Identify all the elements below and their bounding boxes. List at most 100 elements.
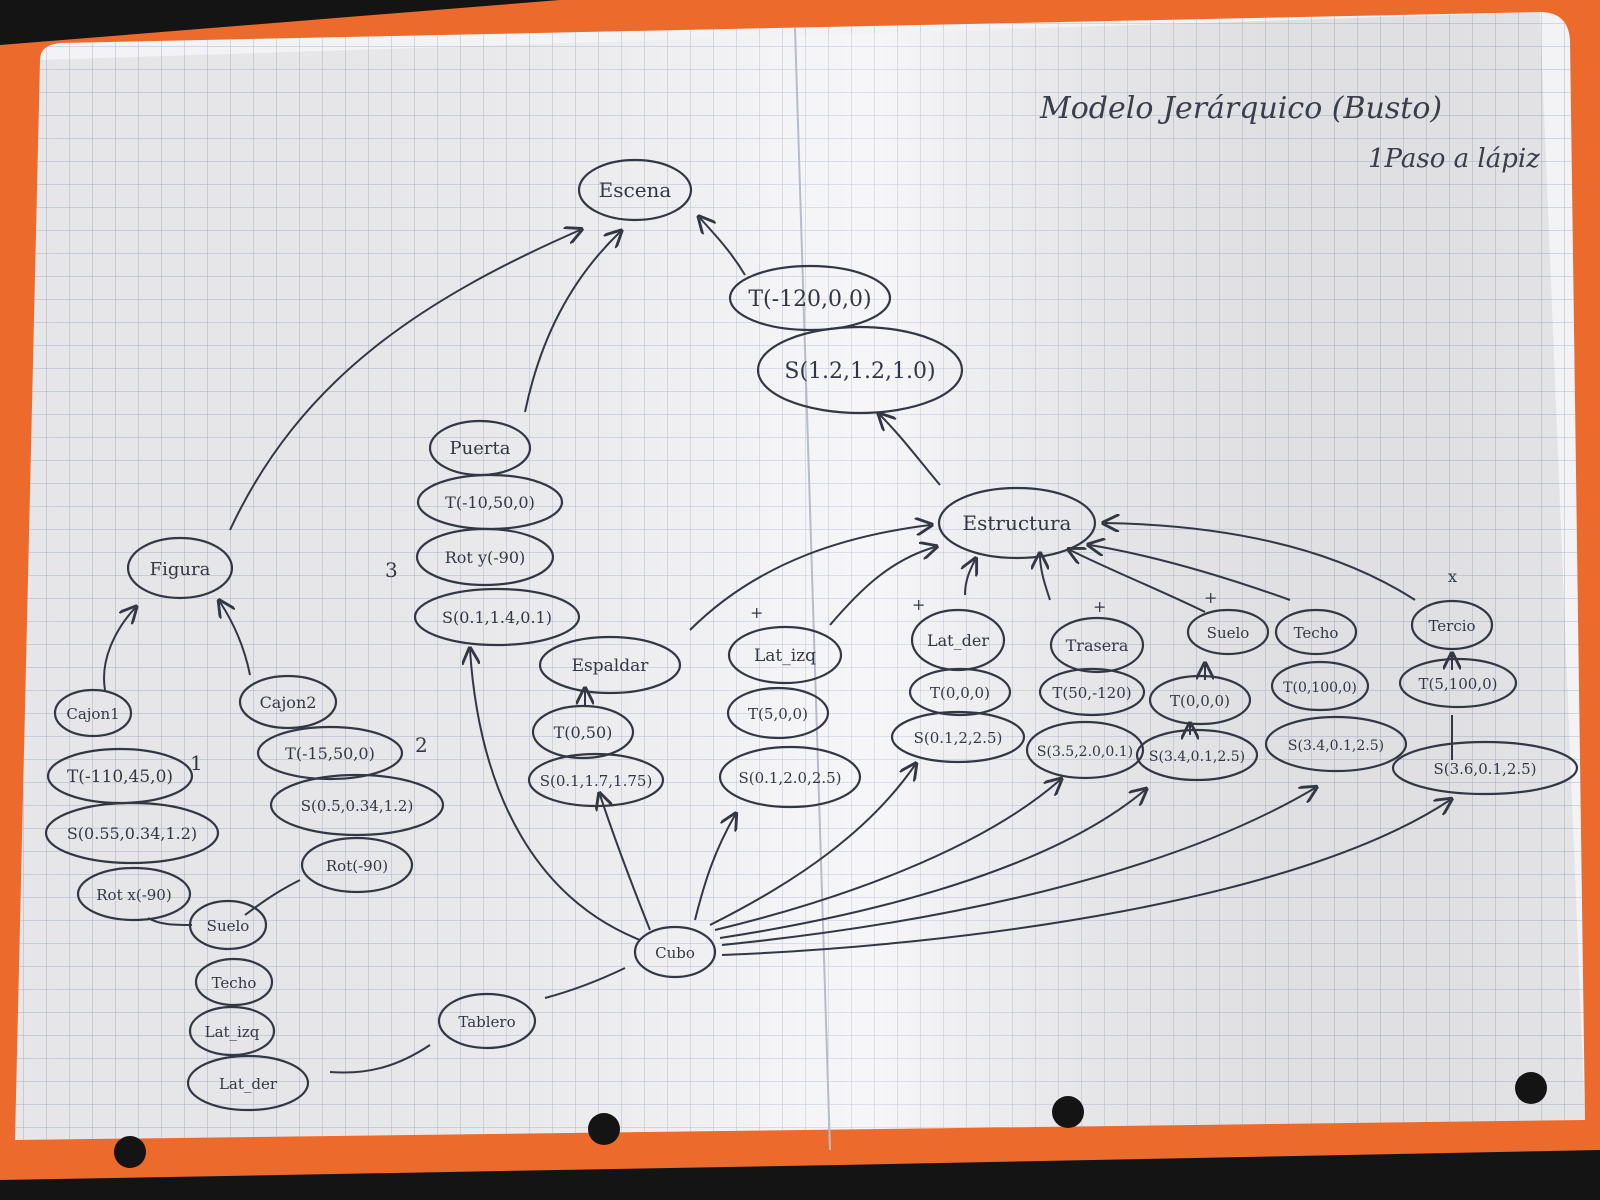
- edge-cubo-suelo: [719, 790, 1145, 939]
- node-espaldar-s: S(0.1,1.7,1.75): [527, 752, 665, 808]
- node-label: Tercio: [1428, 617, 1475, 635]
- punch-holes: [114, 1072, 1547, 1168]
- node-label: Suelo: [1207, 624, 1250, 642]
- edge-cubo-techo: [721, 788, 1315, 946]
- node-cajon2-s: S(0.5,0.34,1.2): [269, 773, 445, 837]
- node-trasera-s: S(3.5,2.0,0.1): [1025, 720, 1145, 780]
- node-label: T(-110,45,0): [67, 767, 173, 787]
- node-label: Trasera: [1066, 636, 1129, 655]
- punch-hole: [588, 1113, 620, 1145]
- annotation-star-3: +: [1093, 597, 1106, 616]
- edge-puerta-escena: [524, 232, 620, 413]
- node-latizq-left: Lat_izq: [188, 1005, 276, 1057]
- node-label: T(50,-120): [1052, 684, 1131, 702]
- node-tercio-t: T(5,100,0): [1398, 657, 1518, 709]
- edge-tablero-cubo: [544, 967, 626, 999]
- node-label: T(0,0,0): [930, 684, 990, 702]
- punch-hole: [114, 1136, 146, 1168]
- node-latizq: Lat_izq: [727, 625, 843, 685]
- edge-tablero-latder: [329, 1044, 431, 1074]
- annotation-mark: x: [1448, 567, 1457, 586]
- node-label: S(3.6,0.1,2.5): [1433, 760, 1536, 778]
- node-label: S(0.5,0.34,1.2): [301, 797, 414, 815]
- node-cajon2: Cajon2: [238, 674, 338, 730]
- node-label: Rot y(-90): [445, 548, 525, 567]
- node-label: Techo: [212, 974, 257, 992]
- node-s-root: S(1.2,1.2,1.0): [756, 325, 964, 415]
- node-label: S(3.4,0.1,2.5): [1149, 749, 1245, 765]
- node-techo-s: S(3.4,0.1,2.5): [1264, 715, 1408, 773]
- edge-cajon1-figura: [103, 608, 135, 691]
- node-latizq-s: S(0.1,2.0,2.5): [718, 745, 862, 809]
- graph-edges: [103, 218, 1452, 1074]
- node-estructura: Estructura: [937, 486, 1097, 560]
- edge-suelo-estructura: [1070, 550, 1206, 613]
- node-tablero: Tablero: [437, 992, 537, 1050]
- node-tercio: Tercio: [1410, 599, 1494, 651]
- punch-hole: [1052, 1096, 1084, 1128]
- edge-cubo-espaldar: [600, 795, 651, 931]
- node-label: S(0.1,2,2.5): [914, 729, 1003, 747]
- annotation-3: 3: [385, 558, 398, 582]
- node-label: Rot x(-90): [96, 886, 171, 904]
- paper-fold-line: [794, 27, 831, 1151]
- edge-suelo-cajon2: [244, 879, 301, 916]
- node-label: T(5,100,0): [1419, 675, 1498, 693]
- node-label: T(-15,50,0): [285, 744, 375, 763]
- node-label: T(0,0,0): [1170, 692, 1230, 710]
- node-label: S(0.1,1.7,1.75): [540, 772, 653, 790]
- edge-cubo-tercio: [721, 800, 1450, 956]
- node-puerta-r: Rot y(-90): [415, 527, 555, 587]
- node-puerta-s: S(0.1,1.4,0.1): [413, 587, 581, 647]
- node-cajon2-rot: Rot(-90): [300, 836, 414, 894]
- node-suelo: Suelo: [1186, 608, 1270, 656]
- node-techo: Techo: [1274, 608, 1358, 656]
- edge-tercio-estructura: [1105, 523, 1416, 601]
- node-trasera: Trasera: [1049, 616, 1145, 674]
- node-techo-t: T(0,100,0): [1270, 660, 1370, 712]
- node-label: S(0.1,2.0,2.5): [738, 769, 841, 787]
- edge-figura-escena: [229, 230, 580, 531]
- node-trasera-t: T(50,-120): [1038, 667, 1146, 717]
- node-label: T(-10,50,0): [445, 493, 535, 512]
- node-escena: Escena: [577, 158, 693, 222]
- edge-cajon2-figura: [220, 602, 251, 676]
- node-suelo-left: Suelo: [188, 899, 268, 951]
- node-label: Lat_der: [927, 631, 989, 650]
- node-label: Estructura: [963, 511, 1072, 535]
- node-label: Rot(-90): [326, 857, 388, 875]
- node-label: Cajon1: [66, 705, 119, 723]
- node-figura: Figura: [126, 536, 234, 600]
- annotation-star-1: +: [750, 603, 763, 622]
- node-latder-s: S(0.1,2,2.5): [890, 710, 1026, 764]
- edge-espaldar-estructura: [689, 525, 930, 631]
- edge-cubo-latizq: [694, 815, 735, 921]
- node-label: Figura: [150, 559, 211, 580]
- annotation-2: 2: [415, 733, 428, 757]
- edge-cubo-trasera: [714, 780, 1060, 931]
- node-cajon1-s: S(0.55,0.34,1.2): [44, 801, 220, 865]
- edge-latder-estructura: [965, 560, 975, 596]
- paper-fold-shade: [15, 12, 1585, 1140]
- node-label: T(5,0,0): [748, 705, 808, 723]
- node-label: Suelo: [207, 917, 250, 935]
- node-label: S(0.1,1.4,0.1): [442, 608, 552, 627]
- edge-cubo-puerta: [470, 650, 641, 941]
- node-label: Cajon2: [260, 693, 317, 712]
- edge-cubo-latder: [709, 765, 915, 926]
- node-techo-left: Techo: [194, 957, 274, 1007]
- node-label: S(1.2,1.2,1.0): [784, 359, 935, 384]
- node-espaldar-t: T(0,50): [531, 704, 635, 760]
- node-label: Espaldar: [572, 656, 650, 676]
- node-suelo-t: T(0,0,0): [1148, 674, 1252, 726]
- punch-hole: [1515, 1072, 1547, 1104]
- node-label: Lat_izq: [205, 1023, 260, 1041]
- edge-trasera-estructura: [1040, 555, 1051, 601]
- annotation-1: 1: [190, 751, 203, 775]
- edge-t-escena: [700, 218, 746, 276]
- node-cajon1-rot: Rot x(-90): [76, 866, 192, 922]
- node-label: S(0.55,0.34,1.2): [67, 824, 197, 843]
- node-label: Tablero: [458, 1013, 515, 1031]
- edge-latizq-estructura: [829, 547, 935, 626]
